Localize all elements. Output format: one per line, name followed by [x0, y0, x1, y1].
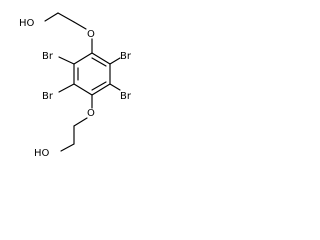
atom-label-oh-bottom: HO — [34, 148, 50, 159]
bonds — [44, 12, 121, 152]
atom-label-br-upper-left: Br — [42, 51, 54, 62]
ring-bond-6 — [73, 52, 93, 65]
bond-ring-br-upper-right — [109, 57, 121, 65]
atom-label-o-top: O — [87, 29, 95, 40]
atom-label-br-lower-left: Br — [42, 91, 54, 102]
ring-bond-1 — [91, 52, 111, 65]
bond-o-ch2-bottom — [73, 117, 88, 127]
bond-ch2-ho-bottom — [60, 143, 75, 152]
atom-label-br-lower-right: Br — [120, 91, 132, 102]
atom-label-br-upper-right: Br — [120, 51, 132, 62]
ring-bond-4 — [73, 83, 93, 96]
structure-diagram: HO O Br Br Br Br O HO — [19, 12, 132, 159]
bond-ring-br-lower-right — [109, 83, 121, 91]
ring-double-bond-1 — [91, 57, 107, 67]
bond-ch2-ch2-top — [57, 12, 75, 23]
bond-ring-br-lower-left — [58, 83, 75, 93]
atom-label-o-bottom: O — [87, 108, 95, 119]
atom-labels: HO O Br Br Br Br O HO — [19, 18, 132, 159]
ring-double-bond-2 — [91, 81, 107, 91]
bond-ch2-o-top — [73, 21, 87, 30]
atom-label-oh-top: HO — [19, 18, 35, 29]
bond-ring-br-upper-left — [58, 56, 75, 65]
bond-ho-ch2-top — [44, 12, 59, 22]
ring-bond-3 — [91, 83, 111, 96]
